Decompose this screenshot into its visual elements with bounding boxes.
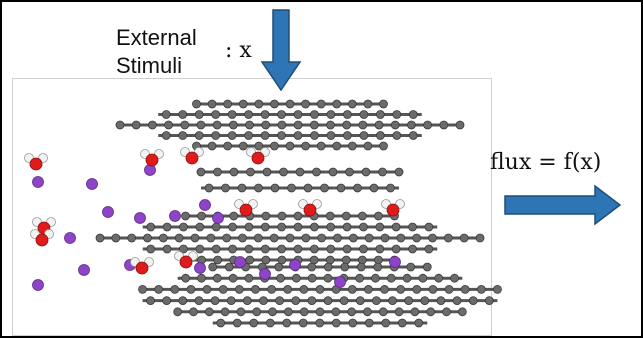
water-molecules	[24, 147, 405, 275]
right-arrow-icon	[504, 184, 622, 226]
stimuli-variable: : x	[225, 38, 252, 63]
ion-sphere	[289, 259, 301, 271]
ion-sphere	[32, 279, 44, 291]
ion-sphere	[259, 268, 271, 280]
ion-sphere	[64, 232, 76, 244]
ion-sphere	[194, 262, 206, 274]
ion-sphere	[102, 206, 114, 218]
ion-sphere	[169, 210, 181, 222]
ion-sphere	[86, 178, 98, 190]
ion-sphere	[389, 256, 401, 268]
water-molecule	[180, 147, 204, 165]
graphene-sheet	[115, 99, 465, 151]
ion-sphere	[199, 199, 211, 211]
water-molecule	[381, 199, 405, 217]
down-arrow-icon	[260, 9, 302, 92]
ion-sphere	[32, 176, 44, 188]
water-molecule	[174, 251, 198, 269]
graphene-sheet	[138, 262, 502, 328]
ion-particles	[32, 164, 401, 291]
flux-equation: flux = f(x)	[490, 150, 602, 175]
water-molecule	[246, 147, 270, 165]
ion-sphere	[334, 276, 346, 288]
stimuli-line-1: External	[116, 25, 197, 50]
stimuli-line-2: Stimuli	[116, 53, 183, 78]
ion-sphere	[212, 212, 224, 224]
ion-sphere	[134, 212, 146, 224]
water-molecule	[24, 153, 48, 171]
external-stimuli-label: External Stimuli	[116, 24, 226, 80]
ion-sphere	[234, 256, 246, 268]
water-molecule	[234, 199, 258, 217]
graphene-sheet	[196, 167, 404, 193]
water-molecule	[130, 257, 154, 275]
graphene-layers	[95, 99, 502, 328]
ion-sphere	[78, 264, 90, 276]
graphene-sheet	[95, 211, 485, 265]
ion-sphere	[144, 164, 156, 176]
water-molecule	[298, 199, 322, 217]
water-molecule	[30, 229, 54, 247]
water-molecule	[140, 149, 164, 167]
